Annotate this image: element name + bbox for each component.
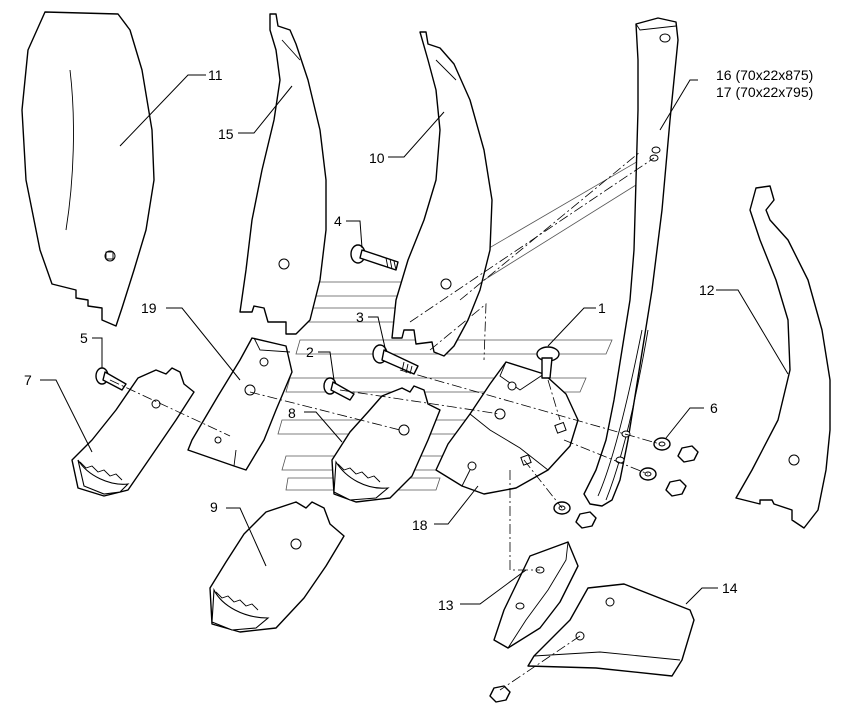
part-19-share-support [187, 337, 293, 471]
callout-15: 15 [218, 126, 234, 142]
part-10-mouldboard [391, 31, 493, 357]
callout-16: 16 (70x22x875) [716, 67, 813, 83]
part-16-17-landside-bar [583, 17, 679, 507]
callout-3: 3 [356, 309, 364, 325]
bolt-3 [372, 344, 419, 375]
callout-8: 8 [288, 405, 296, 421]
callout-17: 17 (70x22x795) [716, 84, 813, 100]
callout-labels: 11 15 10 16 (70x22x875) 17 (70x22x795) 1… [24, 67, 813, 613]
callout-7: 7 [24, 372, 32, 388]
bolt-5 [95, 367, 127, 391]
callout-13: 13 [438, 597, 454, 613]
callout-9: 9 [210, 499, 218, 515]
callout-12: 12 [699, 282, 715, 298]
callout-1: 1 [598, 300, 606, 316]
callout-18: 18 [412, 517, 428, 533]
part-7-share-point [71, 367, 195, 497]
part-11-mouldboard [21, 11, 155, 327]
part-18-frog [435, 361, 579, 495]
part-15-mouldboard [239, 13, 327, 335]
callout-4: 4 [334, 213, 342, 229]
assembly-centerlines [109, 151, 661, 691]
bolt-4 [350, 244, 399, 271]
callout-2: 2 [306, 344, 314, 360]
part-12-shin-plate [735, 185, 831, 529]
callout-5: 5 [80, 330, 88, 346]
part-9-share [209, 501, 345, 633]
callout-11: 11 [208, 67, 223, 83]
callout-10: 10 [369, 150, 385, 166]
callout-6: 6 [710, 400, 718, 416]
callout-19: 19 [141, 300, 157, 316]
leader-lines [40, 74, 789, 605]
bolt-2 [323, 377, 355, 401]
nuts-washers [489, 437, 699, 703]
part-8-share [331, 385, 441, 503]
part-13-bracket [493, 541, 579, 649]
bolt-1 [536, 346, 560, 379]
callout-14: 14 [722, 580, 738, 596]
